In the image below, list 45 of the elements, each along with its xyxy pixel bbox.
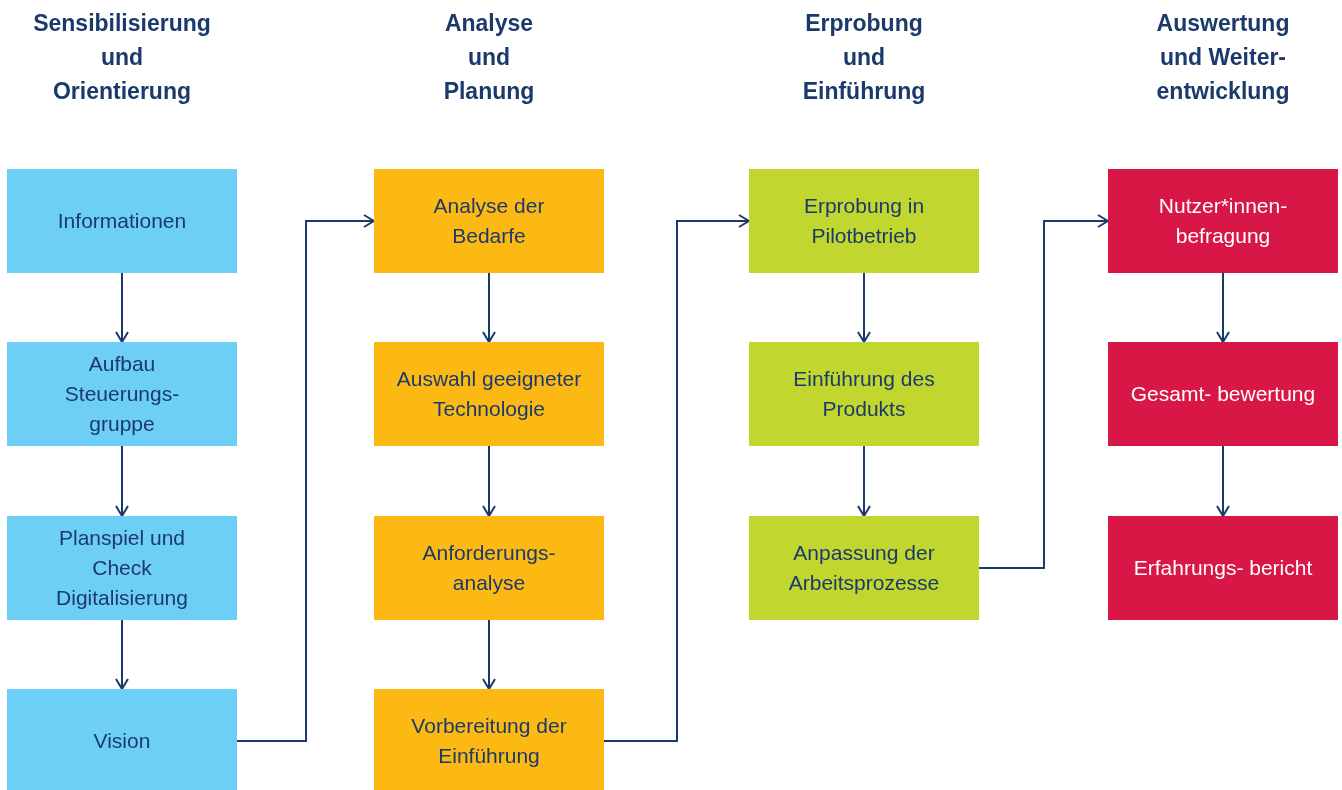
box-text: Anforderungs- analyse (421, 540, 557, 596)
box-text: Aufbau Steuerungs- gruppe (63, 351, 181, 437)
process-box (7, 689, 237, 790)
box-text: Informationen (57, 208, 187, 234)
arrow (115, 272, 129, 343)
process-box (749, 342, 979, 446)
arrow (482, 272, 496, 343)
box-text: Vorbereitung der Einführung (410, 713, 568, 769)
process-box (7, 516, 237, 620)
arrow (857, 272, 871, 343)
process-box (1108, 516, 1338, 620)
arrow (603, 214, 750, 742)
process-box (1108, 342, 1338, 446)
box-text: Auswahl geeigneter Technologie (396, 366, 582, 422)
process-box (374, 169, 604, 273)
box-text: Nutzer*innen- befragung (1157, 193, 1289, 249)
column-heading: Auswertung und Weiter- entwicklung (1155, 9, 1291, 106)
box-text: Gesamt- bewertung (1130, 381, 1316, 407)
box-text: Planspiel und Check Digitalisierung (55, 525, 189, 611)
arrow (482, 619, 496, 690)
arrow (1216, 272, 1230, 343)
process-box (374, 516, 604, 620)
arrow (236, 214, 375, 742)
arrow (1216, 445, 1230, 517)
process-box (374, 689, 604, 790)
box-text: Vision (93, 728, 151, 754)
process-box (749, 516, 979, 620)
process-box (7, 342, 237, 446)
arrow (482, 445, 496, 517)
column-heading: Erprobung und Einführung (802, 9, 926, 106)
box-text: Analyse der Bedarfe (432, 193, 546, 249)
process-box (7, 169, 237, 273)
column-heading: Sensibilisierung und Orientierung (33, 9, 211, 106)
arrow (115, 619, 129, 690)
arrow (115, 445, 129, 517)
process-box (749, 169, 979, 273)
arrow (857, 445, 871, 517)
process-box (1108, 169, 1338, 273)
box-text: Erfahrungs- bericht (1133, 555, 1313, 581)
process-box (374, 342, 604, 446)
column-heading: Analyse und Planung (443, 9, 535, 106)
box-text: Erprobung in Pilotbetrieb (802, 193, 926, 249)
box-text: Einführung des Produkts (792, 366, 936, 422)
arrow (978, 214, 1109, 569)
box-text: Anpassung der Arbeitsprozesse (787, 540, 941, 596)
